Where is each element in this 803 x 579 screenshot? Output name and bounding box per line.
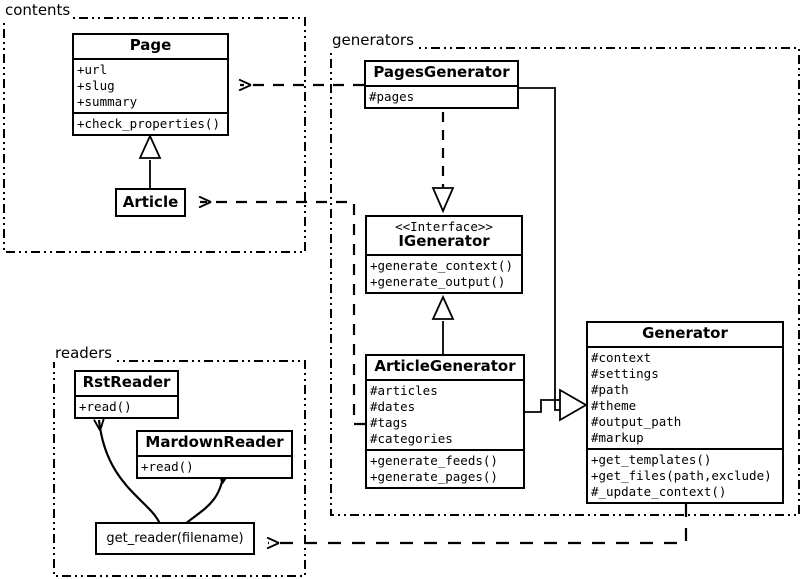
attribute-tags: #tags [370, 414, 408, 430]
package-label-generators: generators [330, 31, 416, 49]
attribute-theme: #theme [591, 397, 637, 413]
attribute-output-path: #output_path [591, 413, 682, 429]
class-attributes-pagesgenerator: #pages [366, 84, 517, 107]
attribute-slug: +slug [77, 77, 115, 93]
function-box-get-reader[interactable]: get_reader(filename) [95, 522, 255, 555]
method-update-context: #_update_context() [591, 483, 727, 499]
attribute-markup: #markup [591, 429, 644, 445]
package-label-contents: contents [3, 1, 73, 19]
class-title-article: Article [122, 192, 179, 211]
class-title-mardownreader: MardownReader [145, 433, 284, 451]
method-generate-pages: +generate_pages() [370, 468, 498, 484]
class-methods-page: +check_properties() [74, 111, 227, 134]
class-box-article[interactable]: Article [115, 188, 186, 217]
attribute-categories: #categories [370, 430, 453, 446]
class-title-page: Page [129, 36, 172, 54]
attribute-url: +url [77, 61, 108, 77]
class-box-mardownreader[interactable]: MardownReader +read() [136, 430, 293, 479]
relation-pagesgenerator-inherits-generator [519, 87, 560, 411]
relation-get-reader-returns-mardownreader [184, 473, 224, 525]
relation-article-inherits-page [138, 133, 162, 190]
class-methods-rstreader: +read() [76, 394, 177, 417]
class-box-page[interactable]: Page +url +slug +summary +check_properti… [72, 33, 229, 136]
package-frame-contents [3, 17, 306, 253]
method-get-templates: +get_templates() [591, 451, 712, 467]
class-methods-generator: +get_templates() +get_files(path,exclude… [588, 447, 782, 502]
class-attributes-generator: #context #settings #path #theme #output_… [588, 345, 782, 448]
class-box-generator[interactable]: Generator #context #settings #path #them… [586, 321, 784, 504]
attribute-summary: +summary [77, 93, 138, 109]
package-frame-generators [330, 47, 800, 516]
class-methods-igenerator: +generate_context() +generate_output() [367, 253, 521, 292]
class-title-igenerator: IGenerator [398, 231, 490, 250]
relation-pagesgenerator-realizes-igenerator [431, 112, 455, 214]
class-title-pagesgenerator: PagesGenerator [373, 63, 510, 81]
class-box-rstreader[interactable]: RstReader +read() [74, 370, 179, 419]
attribute-path: #path [591, 381, 629, 397]
class-attributes-page: +url +slug +summary [74, 57, 227, 112]
attribute-dates: #dates [370, 398, 416, 414]
relation-articlegenerator-inherits-generator [525, 388, 588, 422]
class-methods-articlegenerator: +generate_feeds() +generate_pages() [367, 448, 523, 487]
attribute-articles: #articles [370, 382, 438, 398]
class-box-igenerator[interactable]: <<Interface>> IGenerator +generate_conte… [365, 215, 523, 294]
method-read-rstreader: +read() [79, 398, 132, 414]
method-read-mardownreader: +read() [141, 458, 194, 474]
method-check-properties: +check_properties() [77, 115, 220, 131]
function-label-get-reader: get_reader(filename) [106, 531, 244, 546]
attribute-context: #context [591, 349, 652, 365]
relation-generator-uses-get-reader [268, 504, 688, 543]
class-stereotype-igenerator: <<Interface>> [395, 219, 493, 234]
class-attributes-articlegenerator: #articles #dates #tags #categories [367, 378, 523, 449]
class-title-generator: Generator [642, 324, 728, 342]
package-frame-readers [53, 360, 306, 577]
class-title-articlegenerator: ArticleGenerator [374, 357, 516, 375]
class-methods-mardownreader: +read() [138, 454, 291, 477]
relation-get-reader-returns-rstreader [99, 420, 162, 525]
method-get-files: +get_files(path,exclude) [591, 467, 772, 483]
method-generate-feeds: +generate_feeds() [370, 452, 498, 468]
relation-articlegenerator-uses-article [200, 202, 365, 426]
attribute-settings: #settings [591, 365, 659, 381]
class-box-pagesgenerator[interactable]: PagesGenerator #pages [364, 60, 519, 109]
class-title-rstreader: RstReader [82, 373, 171, 391]
class-box-articlegenerator[interactable]: ArticleGenerator #articles #dates #tags … [365, 354, 525, 489]
attribute-pages: #pages [369, 88, 415, 104]
package-label-readers: readers [53, 344, 114, 362]
method-generate-context: +generate_context() [370, 257, 513, 273]
relation-articlegenerator-inherits-igenerator [431, 294, 455, 355]
method-generate-output: +generate_output() [370, 273, 506, 289]
